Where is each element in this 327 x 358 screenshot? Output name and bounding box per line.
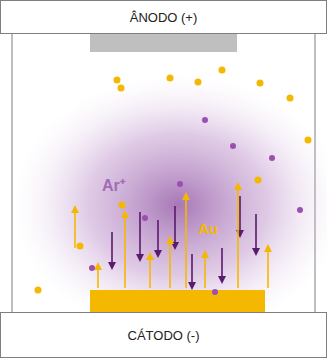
ion-label: Ar⁺ (102, 174, 125, 196)
chamber-wall (12, 33, 13, 313)
particle-arrow (157, 220, 159, 251)
arrow-head (218, 276, 226, 284)
argon-ion (269, 155, 275, 161)
particle-arrows (35, 67, 312, 296)
electrode-label: ÂNODO (+) (130, 10, 198, 25)
particle-arrow (237, 189, 239, 288)
gold-atom (167, 75, 174, 82)
arrow-head (136, 254, 144, 262)
gold-plate (90, 290, 265, 312)
arrow-head (252, 248, 260, 256)
particle-arrow (139, 212, 141, 255)
gold-atom (119, 202, 126, 209)
particle-arrow (169, 243, 171, 288)
gold-atom (77, 243, 84, 250)
arrow-head (146, 252, 154, 260)
particle-arrow (149, 259, 151, 288)
gold-atom (255, 177, 262, 184)
anode-electrode: ÂNODO (+) (0, 0, 327, 34)
gold-atom (287, 95, 294, 102)
arrow-head (108, 262, 116, 270)
arrow-head (188, 282, 196, 290)
arrow-head (182, 192, 190, 200)
electrode-label: CÁTODO (-) (128, 328, 200, 343)
particle-arrow (97, 269, 99, 288)
gold-atom (118, 85, 125, 92)
particle-arrow (185, 199, 187, 288)
arrow-head (154, 250, 162, 258)
cathode-electrode: CÁTODO (-) (0, 312, 327, 358)
argon-ion (212, 289, 218, 295)
gold-atom (114, 77, 121, 84)
arrow-head (71, 205, 79, 213)
gold-atom (219, 67, 226, 74)
gold-atom (35, 287, 42, 294)
atom-label: Au (198, 220, 218, 237)
argon-ion (89, 265, 95, 271)
particle-arrow (255, 214, 257, 249)
plasma-glow (13, 75, 327, 335)
argon-ion (230, 143, 236, 149)
particle-arrow (239, 196, 241, 231)
arrow-head (94, 262, 102, 270)
arrow-head (166, 236, 174, 244)
particle-arrow (267, 251, 269, 288)
arrow-head (234, 182, 242, 190)
particle-arrow (191, 254, 193, 283)
gold-atom (195, 79, 202, 86)
argon-ion (142, 215, 148, 221)
argon-ion (202, 117, 208, 123)
arrow-head (264, 244, 272, 252)
arrow-head (121, 210, 129, 218)
target-plate (90, 34, 237, 52)
arrow-head (201, 250, 209, 258)
particle-arrow (204, 257, 206, 288)
gold-atom (257, 80, 264, 87)
particle-arrow (124, 217, 126, 288)
gold-atom (305, 137, 312, 144)
argon-ion (177, 181, 183, 187)
argon-ion (297, 207, 303, 213)
particle-arrow (221, 248, 223, 277)
particle-arrow (174, 206, 176, 243)
particle-arrow (74, 212, 76, 248)
particle-arrow (111, 232, 113, 263)
